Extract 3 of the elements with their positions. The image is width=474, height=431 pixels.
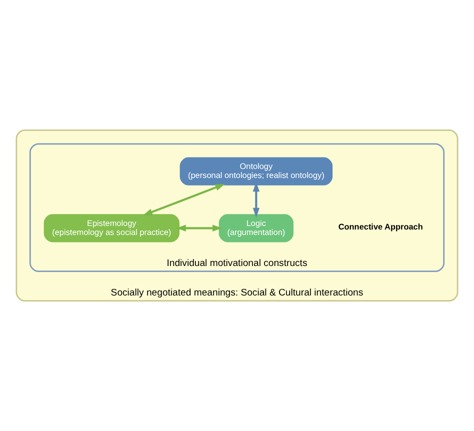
arrow bbox=[142, 184, 226, 216]
arrow bbox=[252, 182, 260, 218]
arrow bbox=[176, 224, 222, 232]
